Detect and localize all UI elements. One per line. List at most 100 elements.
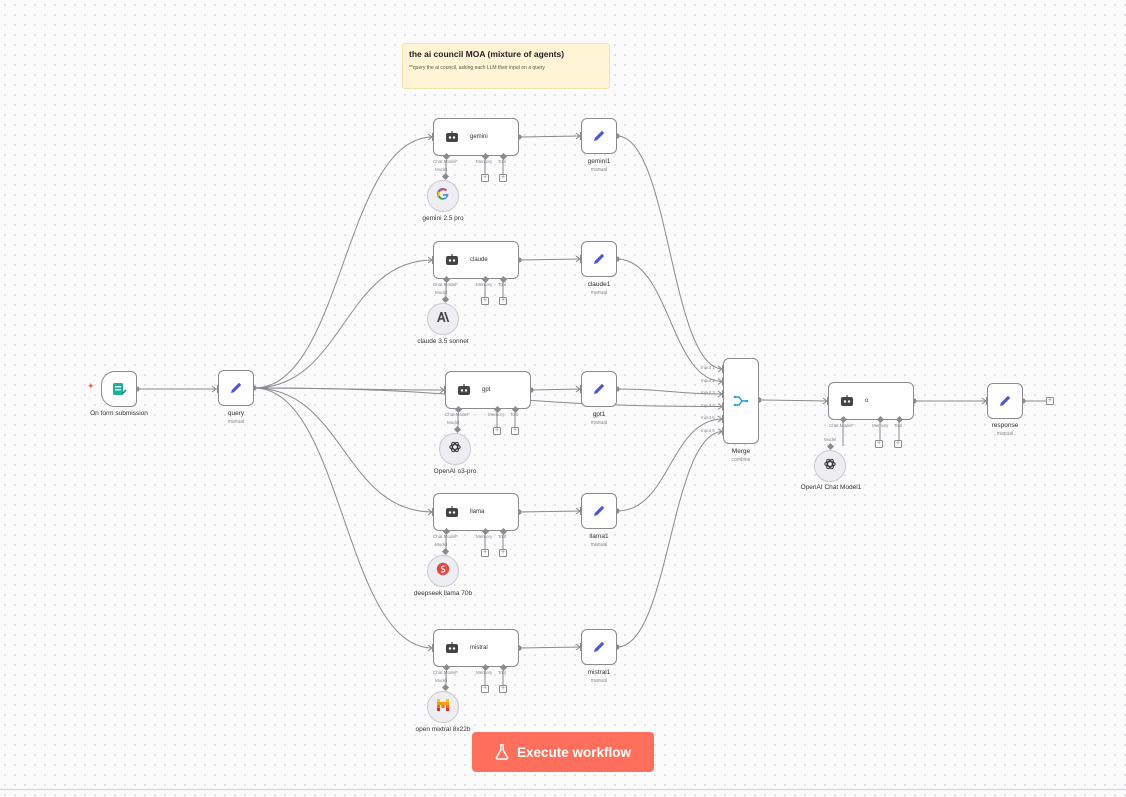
memory-port-label-gemini: Memory bbox=[476, 159, 493, 164]
model-connector-llama bbox=[441, 547, 450, 556]
merge-node[interactable] bbox=[723, 358, 759, 444]
final-chat-model-port-label: Chat Model* bbox=[829, 423, 854, 428]
edge-arrow bbox=[427, 133, 433, 141]
merge-label: Merge bbox=[731, 448, 751, 455]
edge-arrow bbox=[427, 508, 433, 516]
bottom-divider bbox=[0, 789, 1126, 790]
model-label-claude: claude 3.5 sonnet bbox=[417, 338, 469, 345]
agent-node-claude[interactable]: claude bbox=[433, 241, 519, 279]
model-label-mistral: open mixtral 8x22b bbox=[415, 726, 471, 733]
model-node-llama[interactable] bbox=[427, 555, 459, 587]
final-agent-node[interactable]: o bbox=[828, 382, 914, 420]
add-memory-button-gemini[interactable]: + bbox=[481, 174, 489, 182]
edge-arrow bbox=[981, 397, 987, 405]
pencil-icon bbox=[582, 372, 616, 406]
edge-arrow bbox=[717, 415, 723, 423]
model-node-claude[interactable] bbox=[427, 303, 459, 335]
add-tool-button-gpt[interactable]: + bbox=[511, 427, 519, 435]
edge-arrow bbox=[575, 643, 581, 651]
edit-node-mistral[interactable] bbox=[581, 629, 617, 665]
edit-node-llama[interactable] bbox=[581, 493, 617, 529]
edge-arrow bbox=[211, 385, 217, 393]
add-memory-button-claude[interactable]: + bbox=[481, 297, 489, 305]
openai-icon bbox=[823, 457, 837, 476]
model-port-label-llama: Model bbox=[435, 542, 448, 547]
add-memory-button-mistral[interactable]: + bbox=[481, 685, 489, 693]
memory-port-label-gpt: Memory bbox=[488, 412, 505, 417]
pencil-icon bbox=[582, 242, 616, 276]
memory-port-label-mistral: Memory bbox=[476, 670, 493, 675]
agent-node-gpt[interactable]: gpt bbox=[445, 371, 531, 409]
edge-arrow bbox=[575, 507, 581, 515]
add-tool-button[interactable]: + bbox=[894, 440, 902, 448]
add-memory-button-gpt[interactable]: + bbox=[493, 427, 501, 435]
agent-node-gemini[interactable]: gemini bbox=[433, 118, 519, 156]
chat-model-port-label-gpt: Chat Model* bbox=[445, 412, 470, 417]
edit-node-gpt[interactable] bbox=[581, 371, 617, 407]
pencil-icon bbox=[582, 494, 616, 528]
edit-node-claude[interactable] bbox=[581, 241, 617, 277]
query-label: query bbox=[227, 410, 245, 417]
query-node[interactable] bbox=[218, 370, 254, 406]
edit-node-gemini[interactable] bbox=[581, 118, 617, 154]
add-memory-button[interactable]: + bbox=[875, 440, 883, 448]
edge-arrow bbox=[575, 385, 581, 393]
query-sublabel: manual bbox=[227, 419, 245, 425]
execute-workflow-button[interactable]: Execute workflow bbox=[472, 732, 654, 772]
edit-sublabel-gpt: manual bbox=[590, 420, 608, 426]
response-node[interactable] bbox=[987, 383, 1023, 419]
chat-model-port-label-claude: Chat Model* bbox=[433, 282, 458, 287]
edge-arrow bbox=[717, 390, 723, 398]
edge-arrow bbox=[575, 132, 581, 140]
chat-model-port-label-mistral: Chat Model* bbox=[433, 670, 458, 675]
add-tool-button-mistral[interactable]: + bbox=[499, 685, 507, 693]
flask-icon bbox=[495, 744, 509, 760]
robot-icon bbox=[839, 393, 855, 409]
openai-icon bbox=[448, 440, 462, 459]
merge-input-label-1: Input 1 bbox=[701, 365, 715, 370]
final-model-port-label: Model bbox=[824, 437, 837, 442]
chat-model-port-label-llama: Chat Model* bbox=[433, 534, 458, 539]
model-connector-gemini bbox=[441, 172, 450, 181]
add-tool-button-llama[interactable]: + bbox=[499, 549, 507, 557]
add-memory-button-llama[interactable]: + bbox=[481, 549, 489, 557]
add-tool-button-gemini[interactable]: + bbox=[499, 174, 507, 182]
edge-query-agent-3 bbox=[253, 387, 434, 513]
edge-edit-merge-3 bbox=[616, 418, 724, 512]
sticky-note[interactable]: the ai council MOA (mixture of agents) *… bbox=[402, 43, 610, 89]
model-node-gpt[interactable] bbox=[439, 433, 471, 465]
final-chat-model-node[interactable] bbox=[814, 450, 846, 482]
edge-agent-edit-1 bbox=[518, 258, 582, 261]
edge-arrow bbox=[575, 255, 581, 263]
edge-arrow bbox=[822, 397, 828, 405]
tool-port-label-gemini: Tool bbox=[498, 159, 507, 164]
merge-input-label-3: Input 3 bbox=[701, 390, 715, 395]
model-node-mistral[interactable] bbox=[427, 691, 459, 723]
tool-port-label-llama: Tool bbox=[498, 534, 507, 539]
robot-icon bbox=[444, 252, 460, 268]
sticky-note-body: **query the ai council, asking each LLM … bbox=[409, 65, 545, 71]
google-icon bbox=[436, 187, 450, 206]
add-trigger-icon[interactable]: ✦ bbox=[87, 381, 95, 391]
merge-input-label-6: Input 6 bbox=[701, 427, 715, 433]
response-label: response bbox=[991, 422, 1019, 429]
edit-sublabel-llama: manual bbox=[590, 542, 608, 548]
model-node-gemini[interactable] bbox=[427, 180, 459, 212]
form-trigger-node[interactable] bbox=[101, 371, 137, 407]
add-next-node-button[interactable]: + bbox=[1046, 397, 1054, 405]
edit-label-claude: claude1 bbox=[587, 281, 611, 288]
edge-arrow bbox=[717, 428, 723, 435]
robot-icon bbox=[444, 129, 460, 145]
agent-name-gemini: gemini bbox=[470, 134, 488, 140]
sticky-note-title: the ai council MOA (mixture of agents) bbox=[409, 49, 565, 59]
agent-node-llama[interactable]: llama bbox=[433, 493, 519, 531]
edit-sublabel-gemini: manual bbox=[590, 167, 608, 173]
add-tool-button-claude[interactable]: + bbox=[499, 297, 507, 305]
final-chat-model-label: OpenAI Chat Model1 bbox=[800, 484, 862, 491]
edge-arrow bbox=[427, 644, 433, 652]
edge-arrow bbox=[427, 256, 433, 264]
edge-agent-edit-0 bbox=[518, 135, 582, 138]
agent-node-mistral[interactable]: mistral bbox=[433, 629, 519, 667]
edge-query-agent-2 bbox=[253, 387, 446, 391]
